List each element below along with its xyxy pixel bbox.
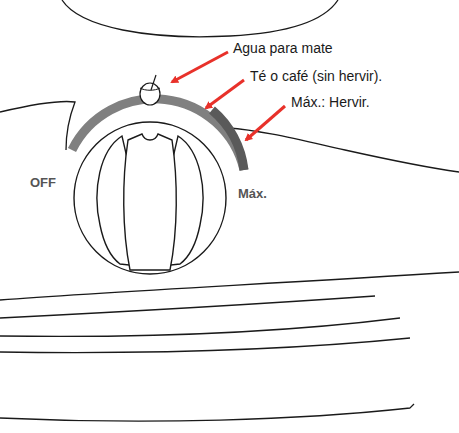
dial-marking: OFF: [30, 175, 56, 191]
setting-label: Té o café (sin hervir).: [250, 68, 382, 84]
setting-label: Agua para mate: [233, 40, 333, 56]
leader-arrows: [172, 52, 285, 140]
dial-marking: Máx.: [238, 186, 267, 202]
appliance-outline: [0, 0, 459, 421]
mate-icon: [140, 75, 160, 105]
setting-label: Máx.: Hervir.: [291, 94, 370, 110]
knob: [74, 122, 226, 274]
